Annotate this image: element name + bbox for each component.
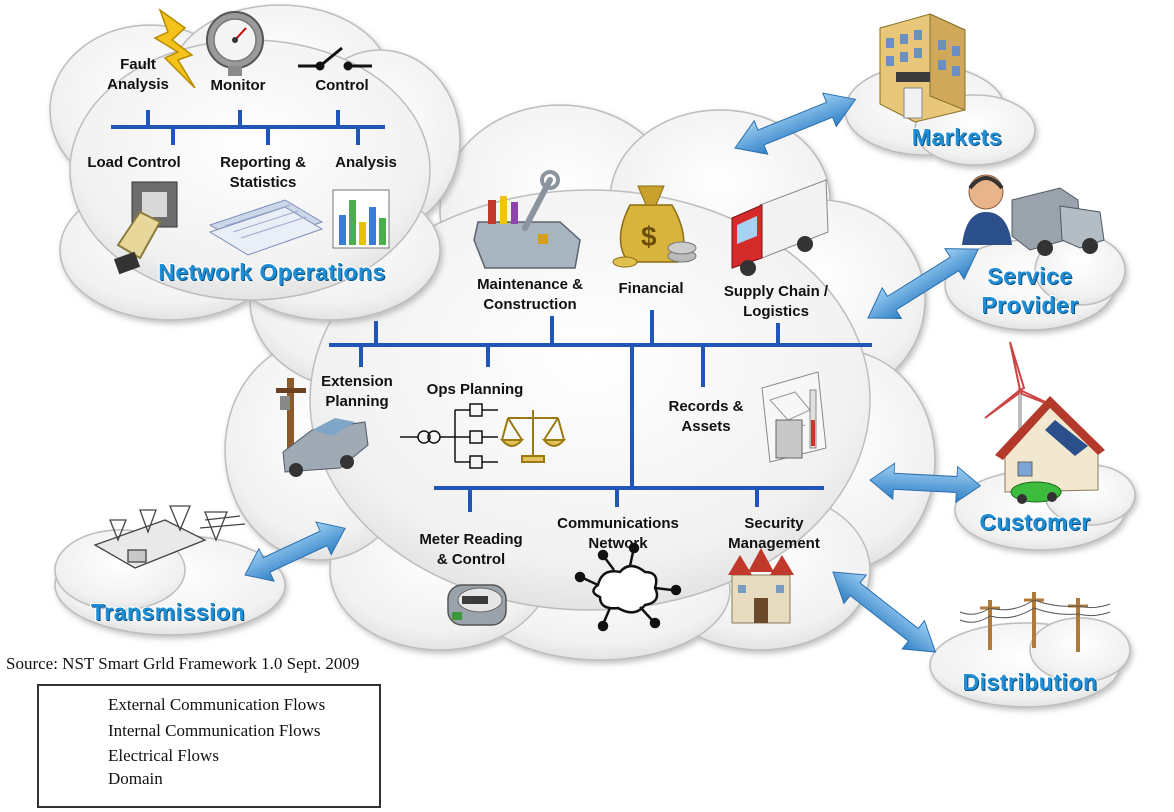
market-building-icon [879, 13, 966, 123]
supply-chain-label: Supply Chain / Logistics [723, 283, 829, 320]
reporting-statistics-label: Reporting & Statistics [220, 154, 306, 191]
netops-bus [111, 110, 385, 145]
service-provider-title: Service Provider [981, 263, 1079, 318]
reports-icon [208, 199, 324, 256]
ops-planning-label: Ops Planning [426, 381, 524, 398]
house-icon [995, 396, 1105, 493]
switch-icon [298, 46, 372, 71]
truck-icon [731, 179, 829, 276]
control-label: Control [315, 77, 369, 94]
meter-icon [447, 584, 507, 626]
legend-box [37, 684, 381, 808]
distribution-title: Distribution [962, 669, 1098, 695]
security-management-label: Security Management [728, 515, 820, 552]
financial-label: Financial [618, 280, 684, 297]
service-provider-cloud [944, 234, 1126, 331]
lightning-icon [153, 7, 196, 89]
fault-analysis-label: Fault Analysis [107, 56, 169, 93]
network-operations-title: Network Operations [158, 259, 386, 285]
utility-pole-truck-icon [276, 378, 369, 477]
source-note: Source: NST Smart Grld Framework 1.0 Sep… [6, 654, 360, 673]
legend-electrical-flows-label: Electrical Flows [108, 746, 219, 765]
service-truck-icon [1011, 187, 1105, 256]
legend-internal-flows-label: Internal Communication Flows [108, 721, 321, 740]
network-icon [574, 542, 682, 632]
load-control-icon [113, 181, 178, 275]
scales-icon [499, 410, 567, 463]
legend-domain-label: Domain [108, 769, 163, 788]
communications-network-label: Communications Network [557, 515, 679, 552]
service-agent-icon [962, 174, 1012, 245]
svg-text:$: $ [641, 221, 657, 252]
customer-title: Customer [979, 509, 1091, 535]
gauge-icon [206, 11, 264, 76]
transmission-title: Transmission [90, 599, 246, 625]
analysis-label: Analysis [335, 154, 397, 171]
distribution-poles-icon [959, 592, 1111, 652]
legend-external-flows-label: External Communication Flows [108, 695, 326, 714]
electric-car-icon [1010, 481, 1062, 504]
monitor-label: Monitor [210, 77, 266, 94]
markets-title: Markets [911, 124, 1003, 150]
substation-icon [93, 505, 246, 569]
load-control-label: Load Control [87, 154, 181, 171]
meter-reading-label: Meter Reading & Control [419, 531, 523, 568]
castle-icon [728, 548, 794, 624]
maintenance-construction-label: Maintenance & Construction [477, 276, 583, 313]
money-bag-icon: $ [612, 185, 697, 268]
ops-planning-diagram-icon [400, 403, 498, 469]
bar-chart-icon [332, 189, 390, 249]
records-assets-icon [761, 371, 827, 463]
extension-planning-label: Extension Planning [321, 373, 393, 410]
toolbox-icon [473, 170, 581, 269]
central-bus [329, 310, 872, 512]
records-assets-label: Records & Assets [668, 398, 744, 435]
